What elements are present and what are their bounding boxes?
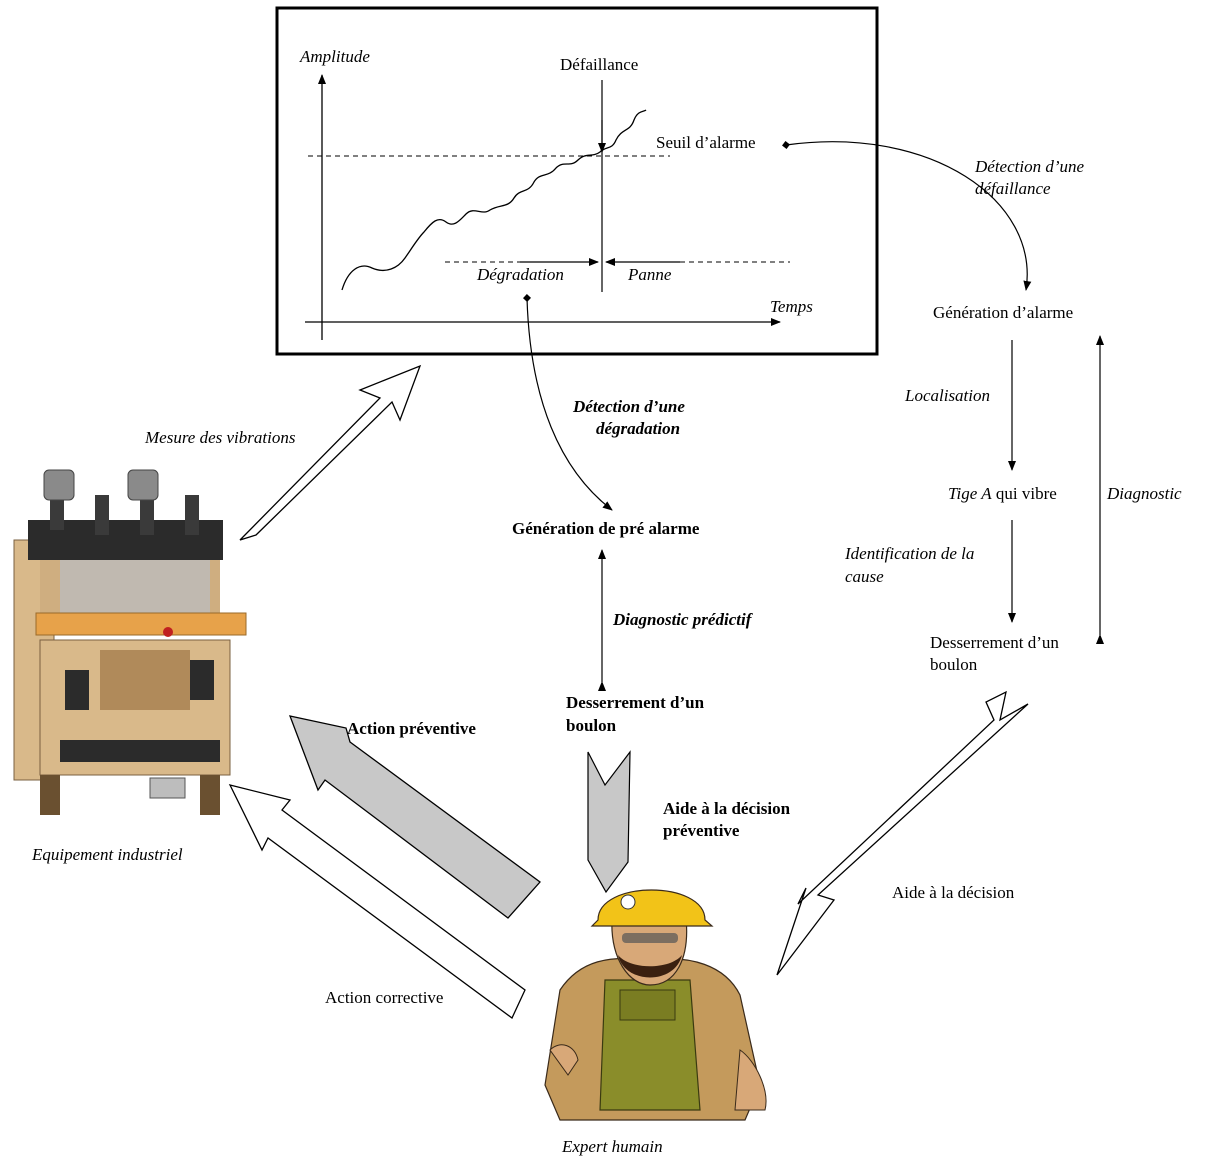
degradation-detection-label-1: Détection d’une (572, 397, 685, 416)
threshold-label: Seuil d’alarme (656, 133, 756, 152)
expert-caption: Expert humain (561, 1137, 663, 1156)
breakdown-label: Panne (627, 265, 672, 284)
rod-vibrating-label: Tige A qui vibre (948, 484, 1057, 503)
preventive-decision-label-2: préventive (663, 821, 740, 840)
failure-label: Défaillance (560, 55, 638, 74)
predictive-diagnostic-label: Diagnostic prédictif (612, 610, 754, 629)
left-flow: Mesure des vibrations Action préventive … (144, 364, 541, 1019)
equipment-caption: Equipement industriel (31, 845, 183, 864)
right-flow: Détection d’une défaillance Génération d… (776, 141, 1182, 976)
vibration-measure-arrow (239, 364, 422, 541)
x-axis-label: Temps (770, 297, 813, 316)
alarm-generation-label: Génération d’alarme (933, 303, 1073, 322)
localisation-label: Localisation (904, 386, 990, 405)
preventive-decision-label-1: Aide à la décision (663, 799, 791, 818)
y-axis-label: Amplitude (299, 47, 370, 66)
decision-aid-arrow (776, 690, 1029, 976)
preventive-action-label: Action préventive (347, 719, 476, 738)
decision-aid-label: Aide à la décision (892, 883, 1015, 902)
loosening-label-2: boulon (930, 655, 978, 674)
failure-detection-arc (782, 141, 1032, 291)
vibration-curve (341, 109, 647, 291)
preventive-decision-arrow (587, 750, 631, 894)
loosening-label-1: Desserrement d’un (930, 633, 1059, 652)
center-loosening-label-1: Desserrement d’un (566, 693, 705, 712)
identification-label-2: cause (845, 567, 884, 586)
preventive-action-arrow (288, 715, 541, 919)
center-loosening-label-2: boulon (566, 716, 617, 735)
degradation-detection-label-2: dégradation (596, 419, 680, 438)
failure-detection-label-2: défaillance (975, 179, 1051, 198)
corrective-action-label: Action corrective (325, 988, 443, 1007)
degradation-detection-arc (523, 294, 613, 511)
diagnostic-label: Diagnostic (1106, 484, 1182, 503)
center-flow: Détection d’une dégradation Génération d… (512, 294, 791, 894)
identification-label-1: Identification de la (844, 544, 974, 563)
vibration-measure-label: Mesure des vibrations (144, 428, 296, 447)
human-expert (544, 889, 767, 1121)
industrial-machine (13, 469, 247, 815)
pre-alarm-label: Génération de pré alarme (512, 519, 700, 538)
corrective-action-arrow (228, 784, 526, 1019)
failure-detection-label-1: Détection d’une (974, 157, 1084, 176)
vibration-chart: Amplitude Temps Défaillance Seuil d’alar… (275, 6, 879, 356)
degradation-label: Dégradation (476, 265, 564, 284)
